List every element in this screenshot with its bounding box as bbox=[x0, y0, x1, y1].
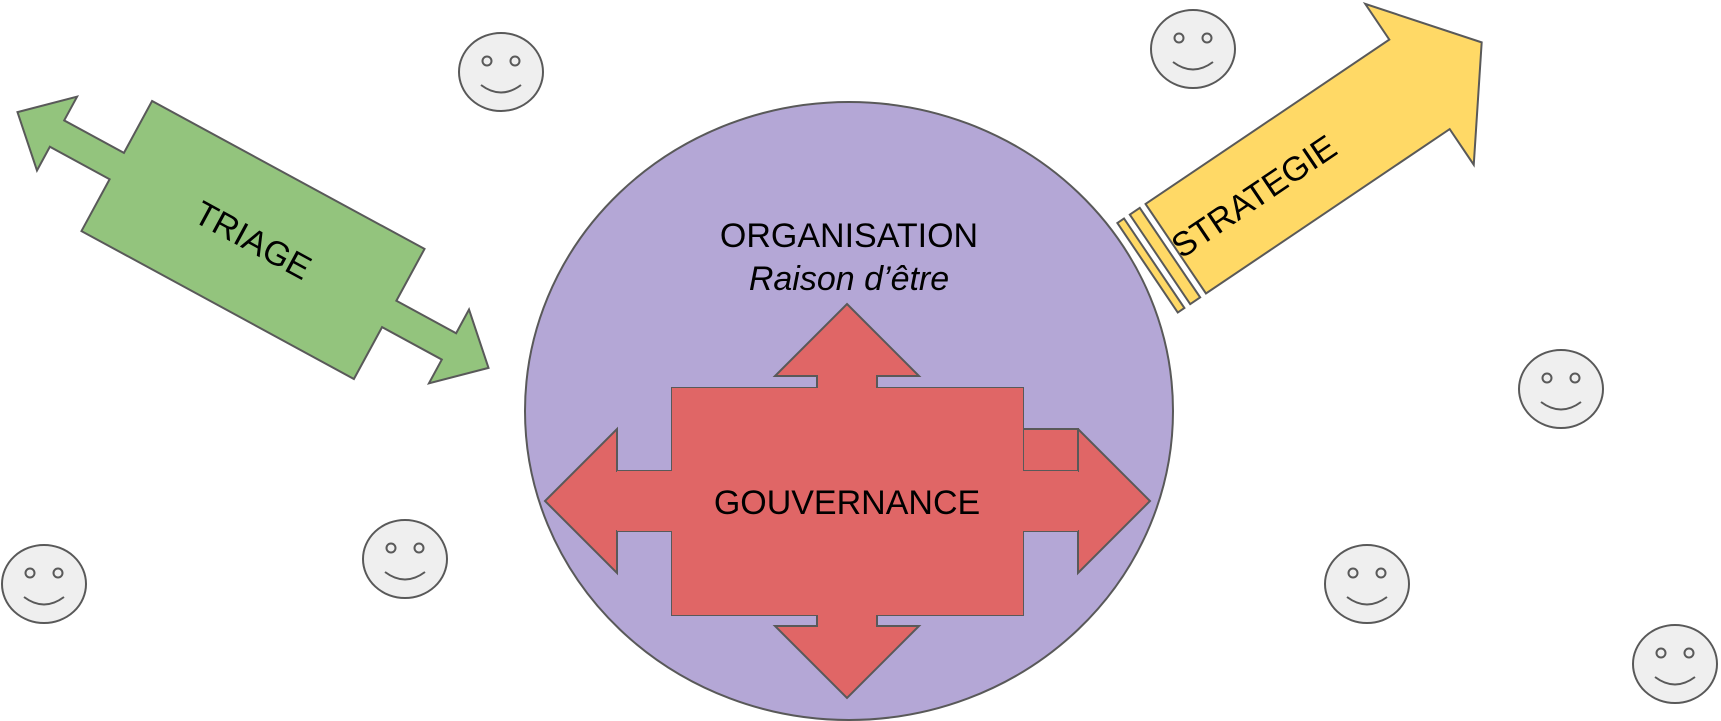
smiley-icon bbox=[1, 544, 87, 624]
smiley-icon bbox=[458, 32, 544, 112]
governance-arrow-body bbox=[617, 388, 1078, 615]
smiley-icon bbox=[362, 519, 448, 599]
smiley-icon bbox=[1632, 624, 1718, 704]
organisation-subtitle: Raison d’être bbox=[749, 260, 949, 298]
smiley-icon bbox=[1150, 9, 1236, 89]
smiley-icon bbox=[1518, 349, 1604, 429]
triage-double-arrow: TRIAGE bbox=[16, 95, 490, 385]
governance-label: GOUVERNANCE bbox=[714, 484, 980, 522]
organisation-title: ORGANISATION bbox=[720, 217, 978, 255]
smiley-icon bbox=[1324, 544, 1410, 624]
